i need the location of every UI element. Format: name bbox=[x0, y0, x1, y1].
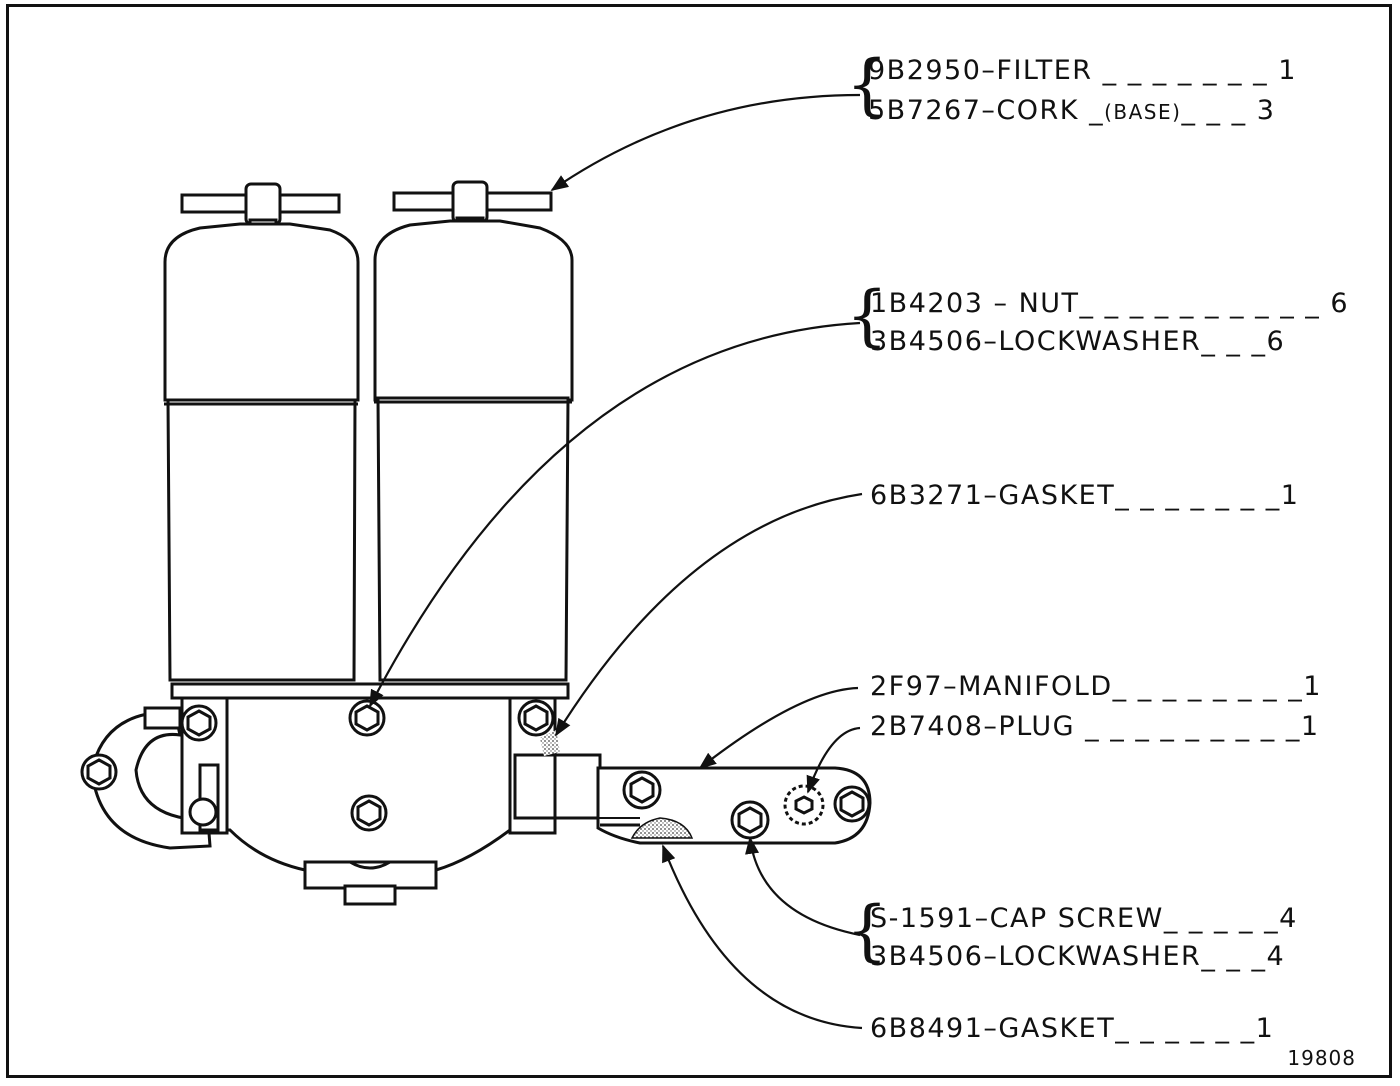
leader-cap-screw bbox=[745, 836, 861, 937]
manifold-screw-right bbox=[833, 785, 871, 823]
part-name: FILTER bbox=[996, 55, 1093, 86]
part-name: MANIFOLD bbox=[958, 671, 1113, 702]
part-qty: 6 bbox=[1266, 326, 1286, 357]
manifold-screw-middle bbox=[730, 800, 770, 840]
part-qty: 1 bbox=[1300, 711, 1320, 742]
part-name: CAP SCREW bbox=[989, 903, 1164, 934]
figure-number: 19808 bbox=[1287, 1046, 1356, 1070]
part-qty: 6 bbox=[1330, 288, 1350, 319]
leader-manifold bbox=[698, 686, 859, 770]
brace-nut-group: { bbox=[846, 277, 888, 354]
part-number: 3B4506 bbox=[870, 941, 984, 972]
leader-plug bbox=[806, 726, 861, 794]
right-filter-canister bbox=[373, 219, 574, 682]
part-qty: 1 bbox=[1255, 1013, 1275, 1044]
part-qty: 1 bbox=[1303, 671, 1322, 702]
part-qty: 1 bbox=[1278, 55, 1297, 86]
label-gasket-top: 6B3271–GASKET_ _ _ _ _ _ _1 bbox=[870, 480, 1300, 511]
part-number: 6B3271 bbox=[870, 480, 984, 511]
label-plug: 2B7408–PLUG _ _ _ _ _ _ _ _ _1 bbox=[870, 711, 1320, 742]
part-number: 2F97 bbox=[870, 671, 944, 702]
label-cork: 5B7267–CORK _(BASE)_ _ _ 3 bbox=[868, 95, 1276, 126]
label-filter: 9B2950–FILTER _ _ _ _ _ _ _ 1 bbox=[868, 55, 1297, 86]
part-number: S-1591 bbox=[870, 903, 975, 934]
part-name: GASKET bbox=[998, 480, 1116, 511]
part-name: LOCKWASHER bbox=[998, 326, 1202, 357]
leader-nut bbox=[369, 321, 861, 708]
part-name: GASKET bbox=[998, 1013, 1116, 1044]
manifold-plug bbox=[783, 784, 825, 826]
label-lockwasher-top: 3B4506–LOCKWASHER_ _ _6 bbox=[870, 326, 1286, 357]
manifold-screw-left bbox=[622, 770, 662, 810]
manifold-connector bbox=[513, 753, 602, 820]
base-nut-right bbox=[517, 699, 555, 737]
part-name: NUT bbox=[1018, 288, 1080, 319]
gasket-6B8491-marker bbox=[630, 817, 694, 839]
leader-gasket-bottom bbox=[661, 844, 863, 1030]
part-number: 2B7408 bbox=[870, 711, 984, 742]
part-number: 5B7267 bbox=[868, 95, 982, 126]
gasket-6B3271-marker bbox=[540, 730, 560, 756]
left-filter-canister bbox=[163, 222, 360, 682]
part-qty: 4 bbox=[1279, 903, 1298, 934]
part-qty: 4 bbox=[1266, 941, 1286, 972]
brace-filter-group: { bbox=[846, 46, 888, 123]
base-nut-lower-left bbox=[188, 797, 218, 827]
part-qty: 1 bbox=[1280, 480, 1300, 511]
base-nut-center-bottom bbox=[350, 794, 388, 832]
part-name: CORK bbox=[996, 95, 1079, 126]
label-lockwasher-bottom: 3B4506–LOCKWASHER_ _ _4 bbox=[870, 941, 1286, 972]
part-number: 3B4506 bbox=[870, 326, 984, 357]
part-number: 6B8491 bbox=[870, 1013, 984, 1044]
part-name: PLUG bbox=[998, 711, 1076, 742]
part-number: 1B4203 bbox=[870, 288, 984, 319]
part-name: LOCKWASHER bbox=[998, 941, 1202, 972]
part-note: (BASE) bbox=[1104, 100, 1182, 124]
inlet-clamp bbox=[80, 706, 212, 850]
base-nut-upper-left bbox=[180, 704, 218, 742]
label-nut: 1B4203 – NUT_ _ _ _ _ _ _ _ _ _ 6 bbox=[870, 288, 1350, 319]
figure-frame bbox=[6, 4, 1392, 1078]
label-cap-screw: S-1591–CAP SCREW_ _ _ _ _4 bbox=[870, 903, 1298, 934]
brace-cap-screw-group: { bbox=[846, 892, 888, 969]
part-number: 9B2950 bbox=[868, 55, 982, 86]
label-gasket-bottom: 6B8491–GASKET_ _ _ _ _ _1 bbox=[870, 1013, 1275, 1044]
base-nut-center-top bbox=[348, 699, 386, 737]
part-qty: 3 bbox=[1256, 95, 1276, 126]
leader-filter bbox=[550, 93, 861, 191]
filter-base-rim bbox=[170, 682, 570, 700]
label-manifold: 2F97–MANIFOLD_ _ _ _ _ _ _ _1 bbox=[870, 671, 1322, 702]
leader-gasket-top bbox=[555, 492, 863, 737]
